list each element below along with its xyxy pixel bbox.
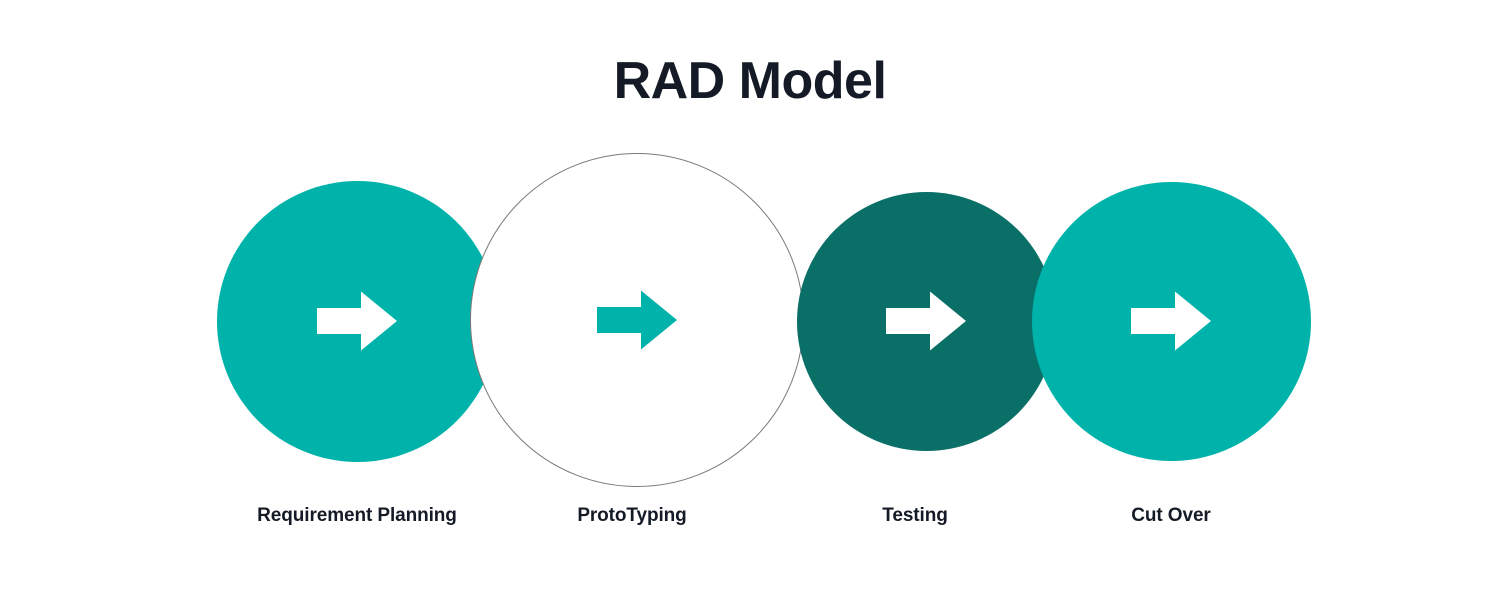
arrow-right-icon <box>886 291 966 351</box>
stage-label-1: Requirement Planning <box>257 505 457 526</box>
stage-label-2: ProtoTyping <box>577 505 687 526</box>
stage-label-4: Cut Over <box>1131 505 1211 526</box>
stage-3[interactable] <box>796 191 1056 451</box>
stage-4[interactable] <box>1031 181 1311 461</box>
arrow-right-icon <box>1131 291 1211 351</box>
arrow-right-icon <box>317 291 397 351</box>
stage-label-3: Testing <box>882 505 948 526</box>
stage-1[interactable] <box>216 180 498 462</box>
stage-2[interactable] <box>470 153 804 487</box>
page-title: RAD Model <box>613 52 887 110</box>
arrow-right-icon <box>597 290 677 350</box>
